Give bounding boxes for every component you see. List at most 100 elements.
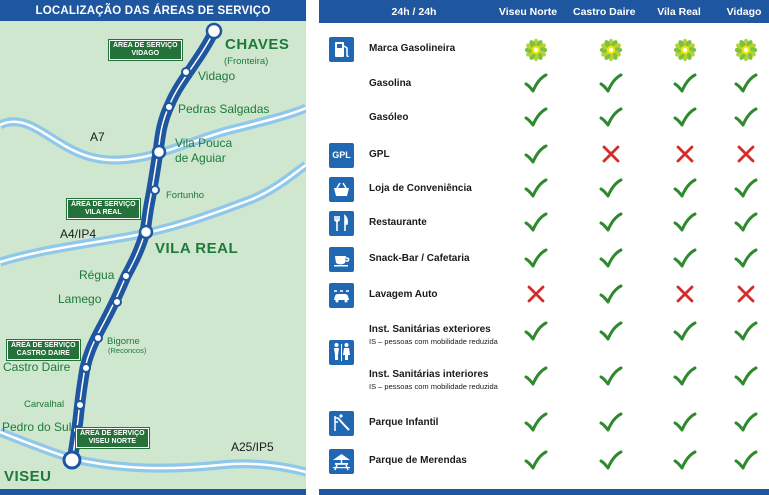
check-icon: [524, 107, 550, 129]
row-label: Snack-Bar / Cafetaria: [369, 253, 470, 264]
service-area-viseu-norte-badge: ÁREA DE SERVIÇO VISEU NORTE: [75, 427, 150, 449]
fuel-pump-icon: [329, 37, 354, 62]
header-hours: 24h / 24h: [391, 6, 437, 18]
check-icon: [599, 321, 625, 343]
node-viseu: [62, 450, 82, 470]
check-icon: [734, 107, 760, 129]
check-icon: [673, 178, 699, 200]
check-icon: [734, 212, 760, 234]
table-row: Gasóleo: [319, 106, 769, 136]
row-sublabel: IS – pessoas com mobilidade reduzida: [369, 337, 498, 346]
row-label: Restaurante: [369, 217, 427, 228]
check-icon: [734, 321, 760, 343]
label-fortunho: Fortunho: [166, 190, 205, 201]
row-label: Marca Gasolineira: [369, 43, 456, 54]
label-pedras-salgadas: Pedras Salgadas: [178, 102, 270, 116]
node-bigorne: [93, 333, 103, 343]
column-vila-real: Vila Real: [657, 6, 701, 18]
column-viseu-norte: Viseu Norte: [498, 6, 558, 18]
row-label: Gasóleo: [369, 112, 409, 123]
node-fortunho: [150, 185, 160, 195]
label-viseu: VISEU: [4, 468, 52, 485]
table-row: Inst. Sanitárias interiores IS – pessoas …: [319, 366, 769, 397]
check-icon: [673, 107, 699, 129]
check-icon: [524, 73, 550, 95]
cross-icon: [599, 144, 625, 166]
label-vila-real: VILA REAL: [155, 240, 239, 257]
restroom-icon: [329, 340, 354, 365]
check-icon: [673, 366, 699, 388]
check-icon: [673, 212, 699, 234]
row-label: Parque de Merendas: [369, 455, 467, 466]
label-regua: Régua: [79, 268, 115, 282]
service-area-name: VILA REAL: [84, 209, 122, 216]
cross-icon: [734, 284, 760, 306]
check-icon: [734, 366, 760, 388]
check-icon: [524, 144, 550, 166]
bp-logo-icon: [673, 38, 699, 62]
map-canvas: [0, 0, 306, 495]
cross-icon: [524, 284, 550, 306]
node-chaves: [205, 22, 223, 40]
node-carvalhal: [75, 400, 85, 410]
services-table: 24h / 24h Viseu Norte Castro Daire Vila …: [319, 0, 769, 495]
bp-logo-icon: [734, 38, 760, 62]
label-road-a25-ip5: A25/IP5: [231, 440, 274, 454]
service-area-castro-daire-badge: ÁREA DE SERVIÇO CASTRO DAIRE: [6, 339, 81, 361]
check-icon: [599, 73, 625, 95]
label-vila-pouca: Vila Pouca: [175, 136, 233, 150]
check-icon: [734, 248, 760, 270]
table-row: Inst. Sanitárias exteriores IS – pessoas …: [319, 321, 769, 365]
service-area-name: VIDAGO: [131, 50, 160, 57]
gpl-icon: GPL: [329, 143, 354, 168]
bp-logo-icon: [599, 38, 625, 62]
row-label: Lavagem Auto: [369, 289, 438, 300]
node-vidago: [181, 67, 191, 77]
service-area-vila-real-badge: ÁREA DE SERVIÇO VILA REAL: [66, 198, 141, 220]
shopping-basket-icon: [329, 177, 354, 202]
cross-icon: [734, 144, 760, 166]
label-chaves: CHAVES: [225, 36, 290, 53]
column-vidago: Vidago: [726, 6, 762, 18]
row-label: Gasolina: [369, 78, 412, 89]
check-icon: [734, 450, 760, 472]
check-icon: [524, 248, 550, 270]
playground-slide-icon: [329, 411, 354, 436]
label-pedro-do-sul: Pedro do Sul: [2, 420, 72, 434]
service-area-label: ÁREA DE SERVIÇO: [11, 342, 76, 349]
river-middle: [0, 163, 306, 264]
label-fronteira: (Fronteira): [224, 56, 269, 67]
label-carvalhal: Carvalhal: [24, 399, 65, 410]
label-bigorne: Bigorne: [107, 336, 140, 347]
table-row: Lavagem Auto: [319, 283, 769, 313]
row-label: Inst. Sanitárias interiores: [369, 369, 489, 380]
picnic-table-icon: [329, 449, 354, 474]
motorway-a24: [71, 30, 215, 461]
check-icon: [599, 212, 625, 234]
check-icon: [599, 366, 625, 388]
row-label: GPL: [369, 149, 390, 160]
label-castro-daire: Castro Daire: [3, 360, 71, 374]
check-icon: [599, 107, 625, 129]
check-icon: [673, 412, 699, 434]
column-castro-daire: Castro Daire: [573, 6, 636, 18]
cross-icon: [673, 284, 699, 306]
table-bottom-bar: [319, 489, 769, 495]
label-road-a4-ip4: A4/IP4: [60, 227, 97, 241]
check-icon: [673, 450, 699, 472]
bp-logo-icon: [524, 38, 550, 62]
row-sublabel: IS – pessoas com mobilidade reduzida: [369, 382, 498, 391]
check-icon: [734, 178, 760, 200]
service-area-label: ÁREA DE SERVIÇO: [113, 42, 178, 49]
table-row: Gasolina: [319, 72, 769, 102]
fork-knife-icon: [329, 211, 354, 236]
check-icon: [599, 178, 625, 200]
check-icon: [673, 73, 699, 95]
check-icon: [524, 450, 550, 472]
row-label: Inst. Sanitárias exteriores: [369, 324, 491, 335]
check-icon: [673, 248, 699, 270]
label-de-aguiar: de Aguiar: [175, 151, 226, 165]
check-icon: [524, 412, 550, 434]
check-icon: [734, 73, 760, 95]
label-reconcos: (Reconcos): [108, 346, 147, 355]
